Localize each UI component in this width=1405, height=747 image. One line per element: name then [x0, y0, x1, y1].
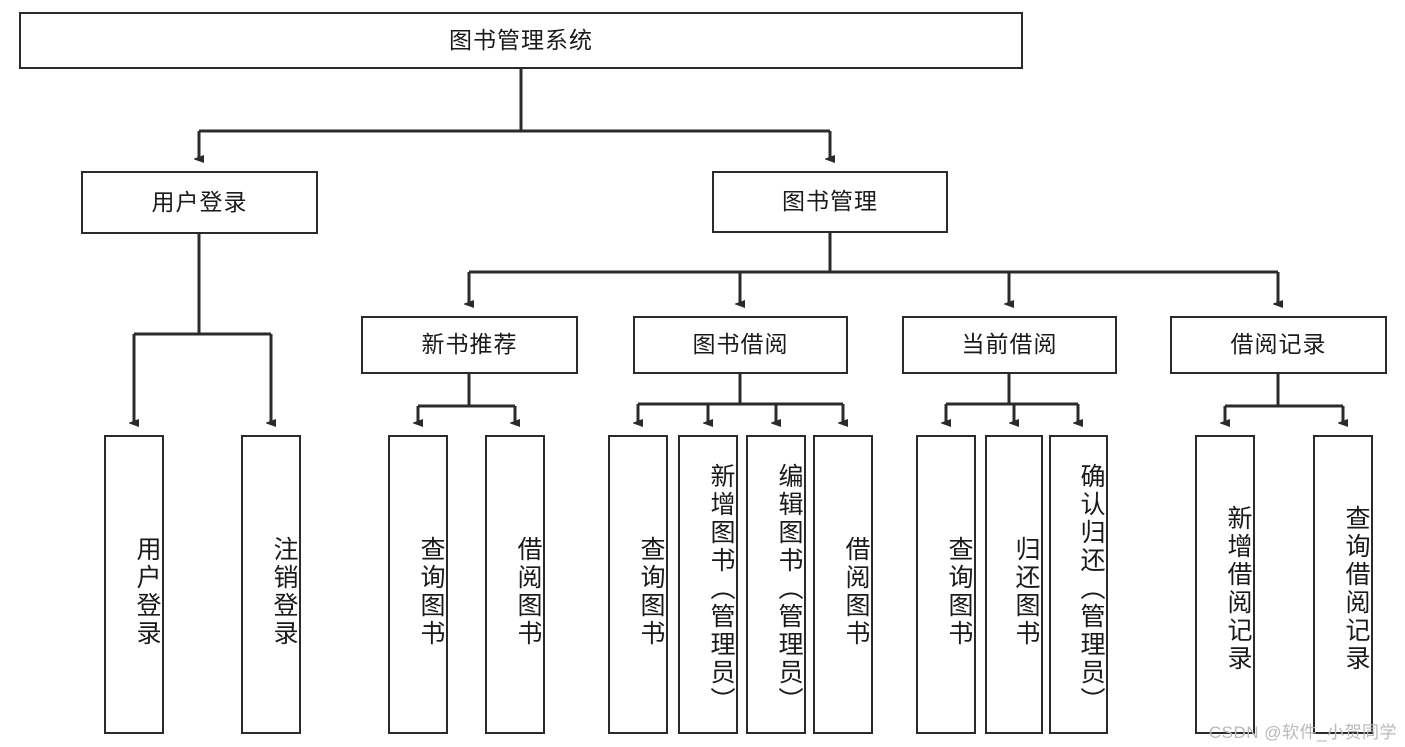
node-label: 注销登录	[270, 535, 298, 648]
node-leaf-logout[interactable]: 注销登录	[241, 435, 301, 734]
node-label: 图书借阅	[692, 331, 789, 358]
node-label: 借阅图书	[514, 535, 542, 648]
node-label: 用户登录	[133, 535, 161, 648]
node-label: 新增图书（管理员）	[707, 462, 735, 715]
node-label: 确认归还（管理员）	[1077, 462, 1105, 715]
node-label: 查询图书	[637, 535, 665, 648]
node-leaf-borrow-book-1[interactable]: 借阅图书	[485, 435, 545, 734]
node-new-book-recommend[interactable]: 新书推荐	[361, 316, 578, 374]
node-leaf-query-record[interactable]: 查询借阅记录	[1313, 435, 1373, 734]
node-borrow-record[interactable]: 借阅记录	[1170, 316, 1387, 374]
node-label: 新增借阅记录	[1224, 504, 1252, 673]
node-label: 归还图书	[1012, 535, 1040, 648]
node-leaf-edit-book[interactable]: 编辑图书（管理员）	[746, 435, 806, 734]
node-current-borrow[interactable]: 当前借阅	[902, 316, 1117, 374]
node-label: 查询图书	[417, 535, 445, 648]
node-book-manage[interactable]: 图书管理	[712, 171, 948, 233]
node-book-borrow[interactable]: 图书借阅	[633, 316, 848, 374]
node-leaf-query-book-1[interactable]: 查询图书	[388, 435, 448, 734]
node-leaf-query-book-2[interactable]: 查询图书	[608, 435, 668, 734]
node-label: 查询借阅记录	[1342, 504, 1370, 673]
node-leaf-confirm-return[interactable]: 确认归还（管理员）	[1049, 435, 1108, 734]
node-label: 查询图书	[945, 535, 973, 648]
node-leaf-user-login[interactable]: 用户登录	[104, 435, 164, 734]
node-label: 借阅图书	[842, 535, 870, 648]
node-user-login[interactable]: 用户登录	[81, 171, 318, 234]
node-leaf-borrow-book-2[interactable]: 借阅图书	[813, 435, 873, 734]
watermark-text: CSDN @软件_小贺同学	[1208, 723, 1397, 742]
node-leaf-add-record[interactable]: 新增借阅记录	[1195, 435, 1255, 734]
node-leaf-return-book[interactable]: 归还图书	[985, 435, 1043, 734]
node-label: 新书推荐	[421, 331, 518, 358]
node-label: 图书管理系统	[449, 26, 593, 53]
node-label: 当前借阅	[961, 331, 1058, 358]
node-leaf-query-book-3[interactable]: 查询图书	[916, 435, 976, 734]
node-leaf-add-book[interactable]: 新增图书（管理员）	[678, 435, 738, 734]
node-label: 图书管理	[782, 188, 878, 215]
node-root[interactable]: 图书管理系统	[19, 12, 1023, 69]
node-label: 用户登录	[151, 188, 248, 215]
node-label: 编辑图书（管理员）	[775, 462, 803, 715]
node-label: 借阅记录	[1230, 331, 1327, 358]
